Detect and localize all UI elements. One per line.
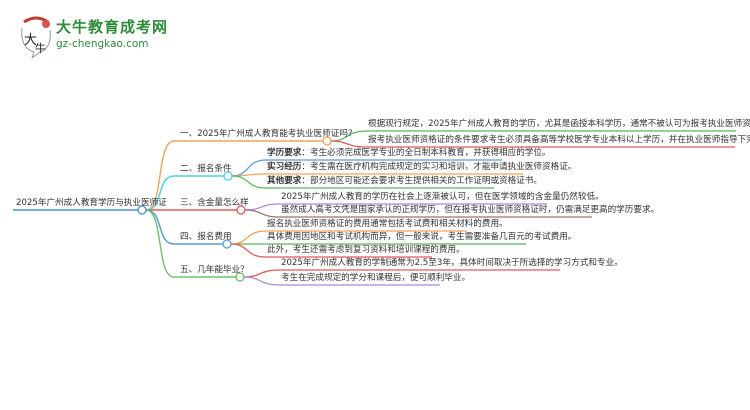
label-text: ：部分地区可能还会要求考生提供相关的工作证明或资格证书。 [301, 176, 543, 186]
logo-title: 大牛教育成考网 [56, 18, 169, 36]
label-bold: 其他要求 [267, 176, 302, 186]
leaf-node[interactable]: 报名执业医师资格证的费用通常包括考试费和相关材料的费用。 [267, 219, 508, 230]
label-text: 具体费用因地区和考试机构而异，但一般来说，考生需要准备几百元的考试费用。 [267, 232, 577, 242]
branch-node[interactable]: 二、报名条件 [180, 164, 232, 175]
branch-line [145, 209, 236, 278]
branch-toggle[interactable] [223, 171, 233, 181]
branch-line [145, 140, 323, 211]
label-text: 二、报名条件 [180, 164, 232, 174]
leaf-node[interactable]: 考生在完成规定的学分和课程后，便可顺利毕业。 [281, 273, 470, 284]
branch-toggle[interactable] [322, 136, 332, 146]
leaf-node[interactable]: 实习经历：考生需在医疗机构完成规定的实习和培训，才能申请执业医师资格证。 [267, 162, 576, 173]
branch-node[interactable]: 四、报名费用 [180, 232, 232, 243]
branch-line [145, 175, 224, 211]
label-text: ：考生必须完成医学专业的全日制本科教育，并获得相应的学位。 [301, 148, 551, 158]
leaf-node[interactable]: 具体费用因地区和考试机构而异，但一般来说，考生需要准备几百元的考试费用。 [267, 232, 576, 243]
leaf-line [231, 175, 494, 189]
root-toggle[interactable] [137, 205, 147, 215]
label-text: 一、2025年广州成人教育能考执业医师证吗？ [180, 129, 357, 139]
leaf-node[interactable]: 2025年广州成人教育的学历在社会上逐渐被认可，但在医学领域的含金量仍然较低。 [281, 192, 604, 203]
label-text: 三、含金量怎么样 [180, 198, 249, 208]
branch-node[interactable]: 三、含金量怎么样 [180, 198, 249, 209]
branch-toggle[interactable] [235, 272, 245, 282]
label-text: 2025年广州成人教育的学制通常为2.5至3年，具体时间取决于所选择的学习方式和… [281, 258, 623, 268]
label-text: 四、报名费用 [180, 232, 232, 242]
leaf-node[interactable]: 其他要求：部分地区可能还会要求考生提供相关的工作证明或资格证书。 [267, 176, 542, 187]
label-bold: 实习经历 [267, 162, 302, 172]
svg-text:大: 大 [24, 33, 37, 48]
leaf-line [230, 243, 432, 258]
label-text: 2025年广州成人教育学历与执业医师证 [16, 198, 167, 208]
leaf-node[interactable]: 2025年广州成人教育的学制通常为2.5至3年，具体时间取决于所选择的学习方式和… [281, 258, 623, 269]
leaf-node[interactable]: 根据现行规定，2025年广州成人教育的学历，尤其是函授本科学历，通常不被认可为报… [368, 119, 750, 130]
label-text: ：考生需在医疗机构完成规定的实习和培训，才能申请执业医师资格证。 [301, 162, 577, 172]
label-text: 虽然成人高考文凭是国家承认的正规学历，但在报考执业医师资格证时，仍需满足更高的学… [281, 205, 660, 215]
label-text: 根据现行规定，2025年广州成人教育的学历，尤其是函授本科学历，通常不被认可为报… [368, 119, 750, 129]
label-text: 五、几年能毕业？ [180, 265, 249, 275]
branch-node[interactable]: 五、几年能毕业？ [180, 265, 249, 276]
leaf-line [244, 209, 592, 218]
root-node[interactable]: 2025年广州成人教育学历与执业医师证 [16, 198, 167, 209]
branch-node[interactable]: 一、2025年广州成人教育能考执业医师证吗？ [180, 129, 357, 140]
label-text: 2025年广州成人教育的学历在社会上逐渐被认可，但在医学领域的含金量仍然较低。 [281, 192, 604, 202]
leaf-line [243, 276, 440, 286]
label-bold: 学历要求 [267, 148, 302, 158]
label-text: 报名执业医师资格证的费用通常包括考试费和相关材料的费用。 [267, 219, 508, 229]
svg-text:牛: 牛 [35, 41, 46, 55]
label-text: 此外，考生还需考虑到复习资料和培训课程的费用。 [267, 245, 465, 255]
leaf-node[interactable]: 此外，考生还需考虑到复习资料和培训课程的费用。 [267, 245, 465, 256]
leaf-line [330, 140, 735, 148]
label-text: 报考执业医师资格证的条件要求考生必须具备高等学校医学专业本科以上学历，并在执业医… [368, 135, 750, 145]
logo-url: gz-chengkao.com [56, 38, 149, 50]
branch-toggle[interactable] [222, 239, 232, 249]
leaf-node[interactable]: 报考执业医师资格证的条件要求考生必须具备高等学校医学专业本科以上学历，并在执业医… [368, 135, 750, 146]
label-text: 考生在完成规定的学分和课程后，便可顺利毕业。 [281, 273, 471, 283]
leaf-node[interactable]: 学历要求：考生必须完成医学专业的全日制本科教育，并获得相应的学位。 [267, 148, 551, 159]
logo: 大 牛 大牛教育成考网 gz-chengkao.com [18, 14, 208, 60]
leaf-node[interactable]: 虽然成人高考文凭是国家承认的正规学历，但在报考执业医师资格证时，仍需满足更高的学… [281, 205, 659, 216]
branch-toggle[interactable] [236, 205, 246, 215]
branch-line [145, 209, 223, 245]
